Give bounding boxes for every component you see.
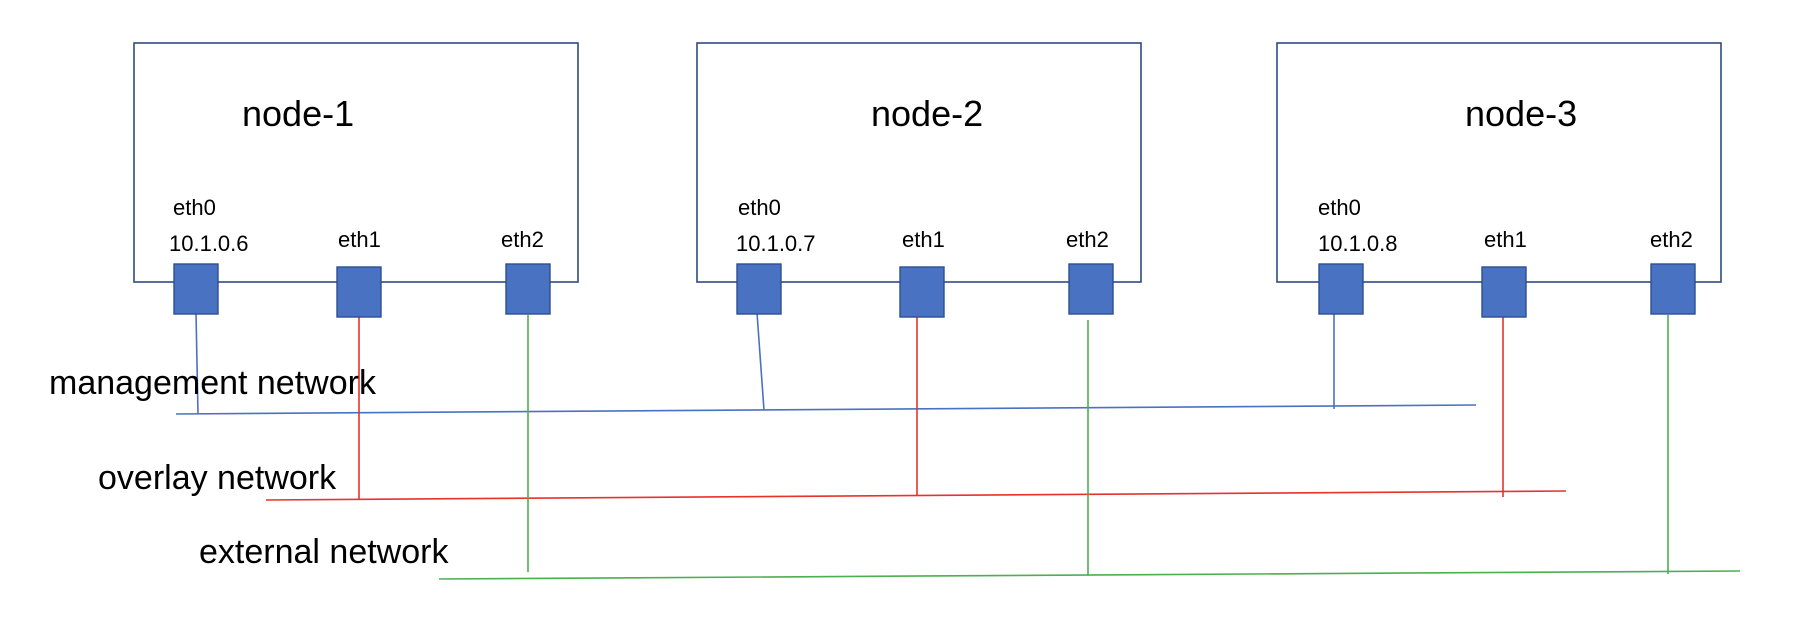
node-3-eth0-ip: 10.1.0.8 bbox=[1318, 231, 1398, 256]
node-1-title: node-1 bbox=[242, 93, 354, 134]
node-2-eth1-port bbox=[899, 266, 945, 318]
node-3-eth0-port bbox=[1318, 263, 1364, 315]
management-network-line bbox=[175, 404, 1477, 415]
node-2: node-2 eth0 10.1.0.7 eth1 eth2 bbox=[696, 42, 1142, 318]
external-network-line bbox=[438, 570, 1741, 580]
node-2-box bbox=[696, 42, 1142, 283]
node-2-title: node-2 bbox=[871, 93, 983, 134]
node-2-eth0-port bbox=[736, 263, 782, 315]
node-1-eth2-label: eth2 bbox=[501, 227, 544, 252]
node-3-eth2-port bbox=[1650, 263, 1696, 315]
node-1-eth1-label: eth1 bbox=[338, 227, 381, 252]
node-1: node-1 eth0 10.1.0.6 eth1 eth2 bbox=[133, 42, 579, 318]
node-1-eth2-port bbox=[505, 263, 551, 315]
node-1-box bbox=[133, 42, 579, 283]
node-2-eth0-label: eth0 bbox=[738, 195, 781, 220]
node-3-eth1-port bbox=[1481, 266, 1527, 318]
node-3: node-3 eth0 10.1.0.8 eth1 eth2 bbox=[1276, 42, 1722, 318]
node-2-eth1-label: eth1 bbox=[902, 227, 945, 252]
node-3-eth0-label: eth0 bbox=[1318, 195, 1361, 220]
node-1-eth0-label: eth0 bbox=[173, 195, 216, 220]
node-2-eth2-label: eth2 bbox=[1066, 227, 1109, 252]
node-3-eth2-label: eth2 bbox=[1650, 227, 1693, 252]
node-1-eth0-ip: 10.1.0.6 bbox=[169, 231, 249, 256]
node-3-title: node-3 bbox=[1465, 93, 1577, 134]
management-network-label: management network bbox=[49, 364, 377, 402]
node-3-box bbox=[1276, 42, 1722, 283]
external-network-label: external network bbox=[199, 533, 449, 571]
node-2-eth0-link bbox=[756, 312, 765, 411]
overlay-network-line bbox=[265, 490, 1567, 501]
node-3-eth1-label: eth1 bbox=[1484, 227, 1527, 252]
node-1-eth0-link bbox=[195, 312, 199, 415]
overlay-network-label: overlay network bbox=[98, 459, 337, 497]
node-1-eth1-port bbox=[336, 266, 382, 318]
node-2-eth0-ip: 10.1.0.7 bbox=[736, 231, 816, 256]
node-1-eth0-port bbox=[173, 263, 219, 315]
node-2-eth2-port bbox=[1068, 263, 1114, 315]
